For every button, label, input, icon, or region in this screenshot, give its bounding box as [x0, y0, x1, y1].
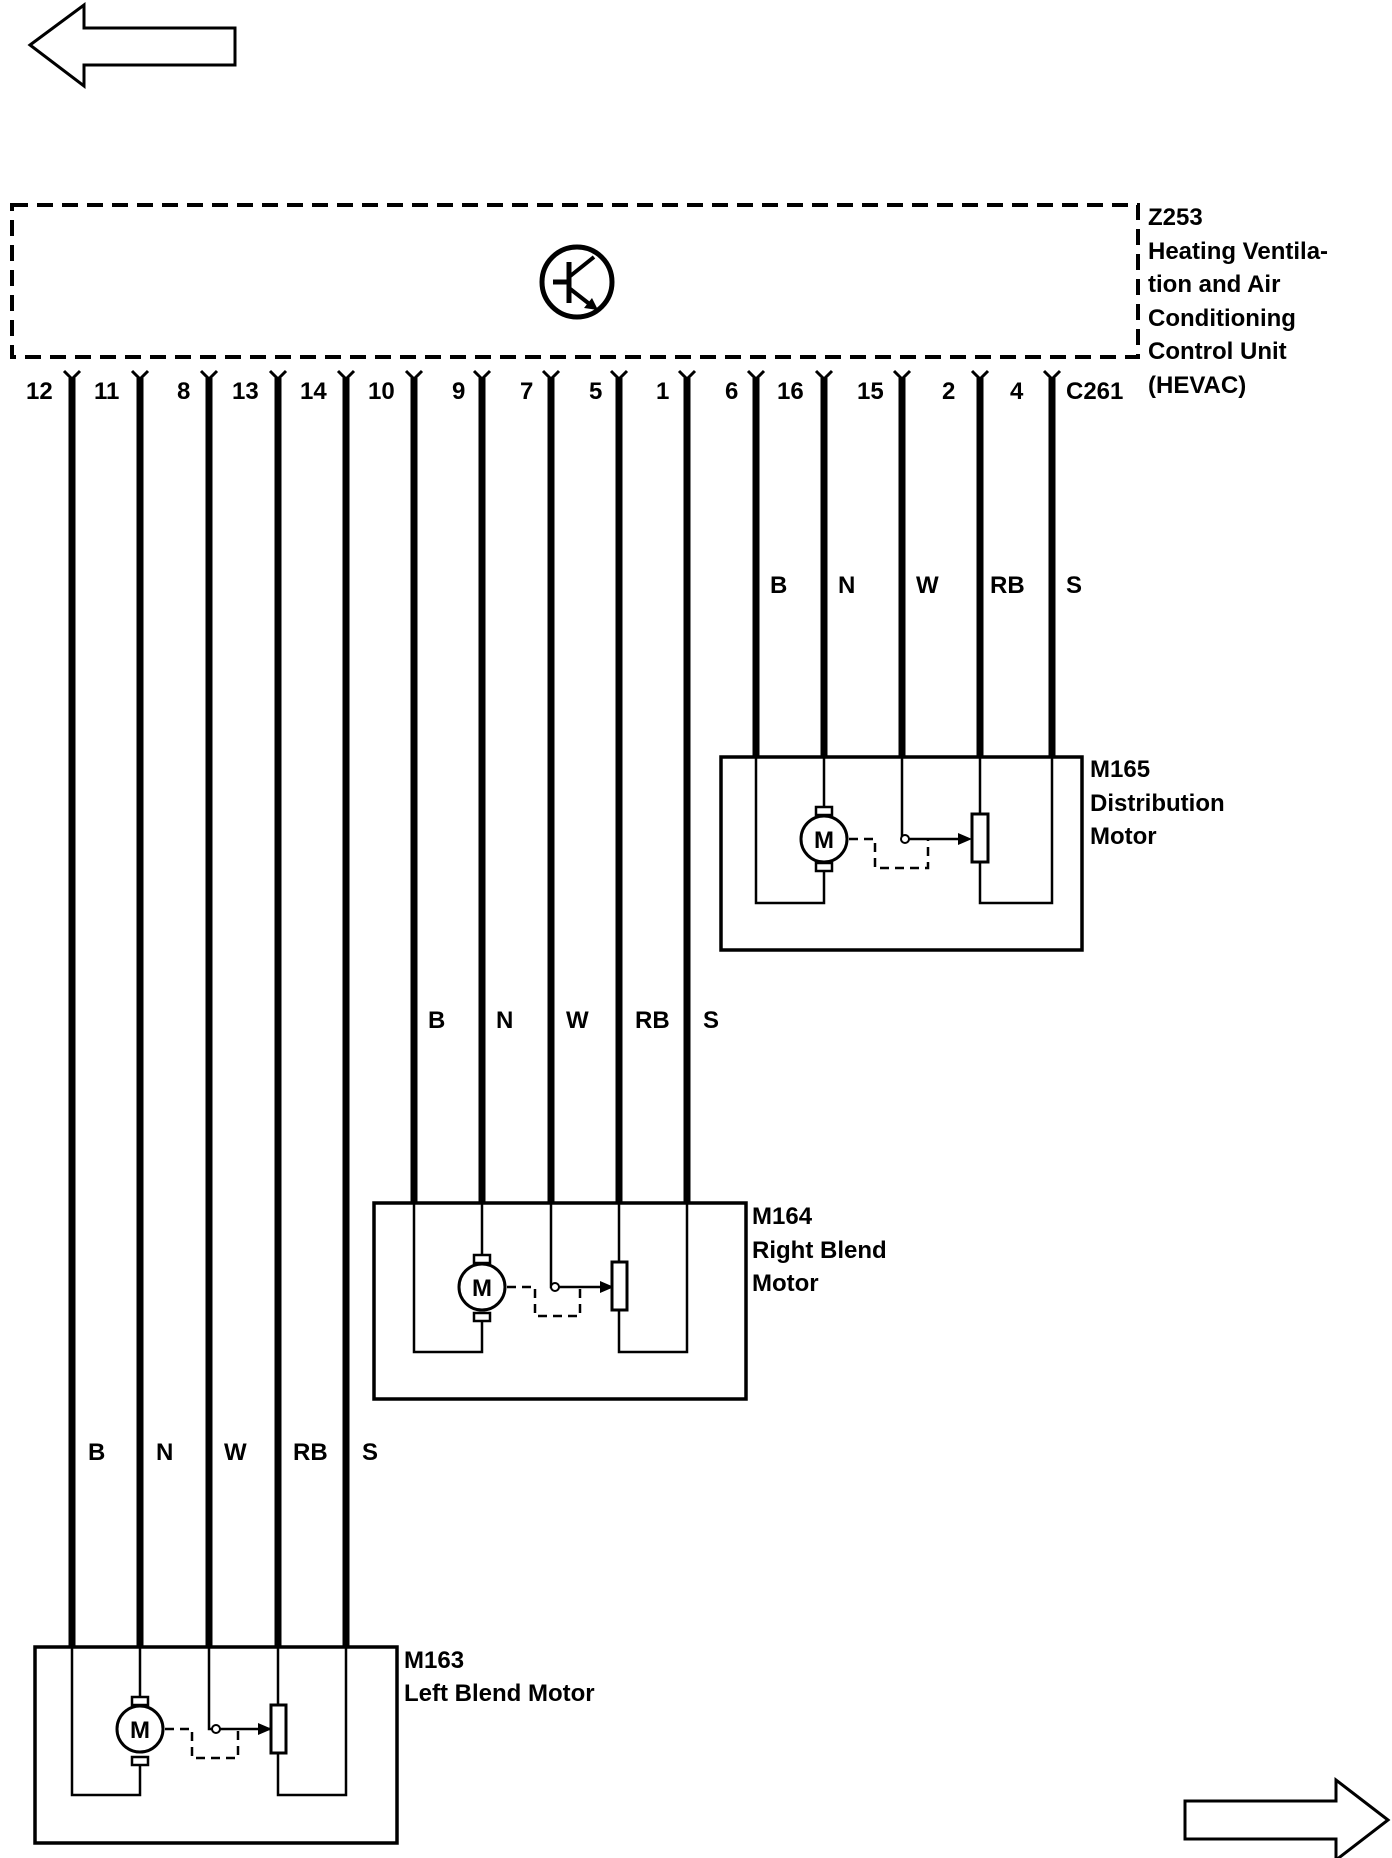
- motor-symbol: M: [472, 1275, 492, 1302]
- wire-color-label: W: [916, 572, 939, 599]
- wire-color-label: RB: [293, 1439, 328, 1466]
- connector-label: C261: [1066, 378, 1123, 405]
- potentiometer-icon: [610, 1260, 629, 1312]
- prev-page-arrow[interactable]: [27, 2, 237, 90]
- m165-distribution-motor[interactable]: M M165 Distribution Motor: [719, 755, 1225, 952]
- motor-symbol: M: [130, 1717, 150, 1744]
- connector-pins: [62, 369, 1062, 382]
- motor-icon: [457, 1262, 507, 1312]
- wire-color-label: W: [566, 1007, 589, 1034]
- control-unit-name-line-3: Conditioning: [1148, 305, 1296, 332]
- control-unit-id: Z253: [1148, 204, 1203, 231]
- wire-color-label: N: [838, 572, 855, 599]
- arrow-left-icon[interactable]: [27, 2, 237, 90]
- wire-color-label: RB: [990, 572, 1025, 599]
- potentiometer-icon: [970, 812, 990, 864]
- wire-labels-m165: B N W RB S: [770, 572, 1082, 599]
- wire-labels-m163: B N W RB S: [88, 1439, 378, 1466]
- arrow-right-icon[interactable]: [1183, 1776, 1391, 1858]
- control-unit-box: [10, 203, 1140, 359]
- wire-labels-m164: B N W RB S: [428, 1007, 719, 1034]
- control-unit-name-line-4: Control Unit: [1148, 338, 1287, 365]
- motor-icon: [799, 814, 849, 864]
- pin-number: 7: [520, 378, 533, 405]
- wires-m165: [752, 378, 1056, 757]
- motor-housing: [33, 1645, 399, 1845]
- wire-color-label: B: [88, 1439, 105, 1466]
- motor-name-line-2: Motor: [1090, 823, 1157, 850]
- wire-color-label: RB: [635, 1007, 670, 1034]
- control-unit-name-line-2: tion and Air: [1148, 271, 1280, 298]
- control-unit-name-line-5: (HEVAC): [1148, 372, 1246, 399]
- wire-color-label: N: [156, 1439, 173, 1466]
- wire-color-label: B: [770, 572, 787, 599]
- pin-number: 15: [857, 378, 884, 405]
- wires-m164: [410, 378, 691, 1203]
- control-unit-name-line-1: Heating Ventila-: [1148, 238, 1328, 265]
- pin-number: 13: [232, 378, 259, 405]
- motor-name-line-1: Distribution: [1090, 790, 1225, 817]
- pin-number: 8: [177, 378, 190, 405]
- potentiometer-icon: [269, 1703, 288, 1755]
- motor-name-line-1: Left Blend Motor: [404, 1680, 595, 1707]
- motor-icon: [115, 1704, 165, 1754]
- motor-housing: [372, 1201, 748, 1401]
- wire-color-label: W: [224, 1439, 247, 1466]
- m164-right-blend-motor[interactable]: M M164 Right Blend Motor: [372, 1201, 887, 1401]
- motor-name-line-1: Right Blend: [752, 1237, 887, 1264]
- pin-number: 4: [1010, 378, 1024, 405]
- wire-color-label: B: [428, 1007, 445, 1034]
- pin-number: 1: [656, 378, 669, 405]
- wires-m163: [68, 378, 350, 1647]
- pin-number: 6: [725, 378, 738, 405]
- wire-color-label: S: [362, 1439, 378, 1466]
- pin-number: 12: [26, 378, 53, 405]
- pin-number: 16: [777, 378, 804, 405]
- motor-name-line-2: Motor: [752, 1270, 819, 1297]
- pin-number: 11: [94, 378, 119, 405]
- wire-color-label: N: [496, 1007, 513, 1034]
- next-page-arrow[interactable]: [1183, 1776, 1391, 1858]
- motor-symbol: M: [814, 827, 834, 854]
- pin-number: 14: [300, 378, 327, 405]
- pin-number: 10: [368, 378, 395, 405]
- pin-number: 5: [589, 378, 602, 405]
- wire-color-label: S: [703, 1007, 719, 1034]
- motor-id: M163: [404, 1647, 464, 1674]
- motor-id: M165: [1090, 756, 1150, 783]
- pin-numbers: 12 11 8 13 14 10 9 7 5 1 6 16 15 2 4: [26, 378, 1024, 405]
- m163-left-blend-motor[interactable]: M M163 Left Blend Motor: [33, 1645, 595, 1845]
- transistor-icon: [539, 244, 615, 320]
- pin-number: 2: [942, 378, 955, 405]
- control-unit-label: Z253 Heating Ventila- tion and Air Condi…: [1148, 204, 1328, 399]
- pin-number: 9: [452, 378, 465, 405]
- wire-color-label: S: [1066, 572, 1082, 599]
- motor-id: M164: [752, 1203, 813, 1230]
